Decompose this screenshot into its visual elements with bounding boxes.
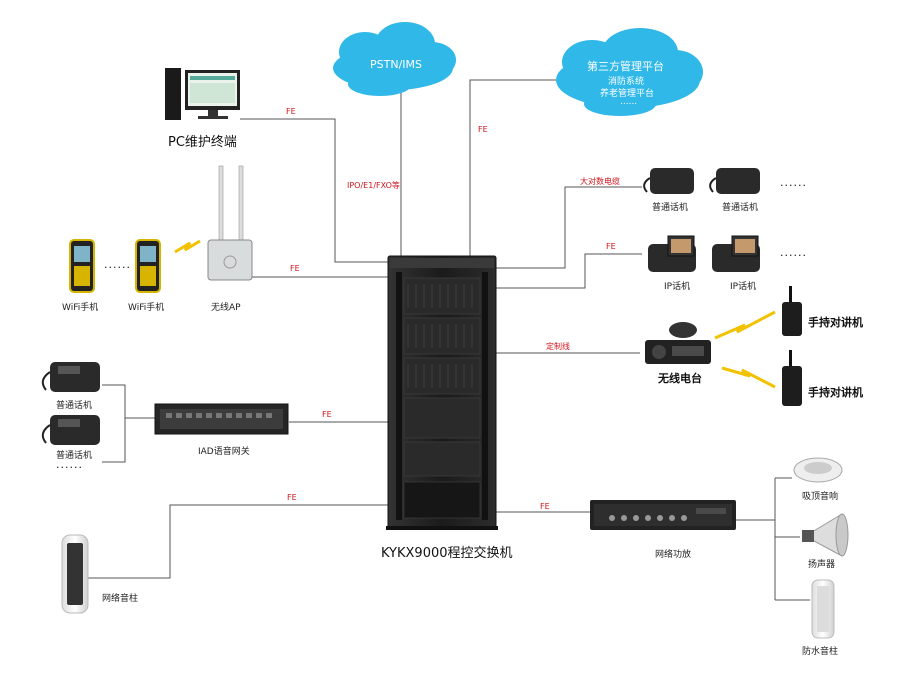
line-third-party [469,79,560,257]
desk-phone-icon [41,362,100,392]
signal-bolt-radio [714,310,776,340]
radio-base-icon [645,322,711,364]
wifi-phone-icon [69,239,95,293]
amplifier-icon [590,500,736,530]
ip-phone-icon [648,235,696,272]
column-speaker-label: 网络音柱 [102,594,139,604]
line-column [85,504,390,579]
more-ellipsis: ...... [104,258,131,271]
signal-bolt-ap [174,239,201,254]
third-party-title: 第三方管理平台 [587,60,664,73]
third-party-cloud [556,28,703,116]
more-ellipsis: ...... [780,176,807,189]
column-speaker-icon [61,534,89,614]
horn-label: 扬声器 [808,560,836,570]
cabinet-icon [386,255,498,530]
phone-left-label: 普通话机 [56,451,93,461]
link-label: 大对数电缆 [580,177,620,186]
ip-phone-label: IP话机 [664,282,691,292]
line-big-cable [494,186,642,269]
iad-gateway-icon [154,403,289,435]
ceiling-speaker-icon [793,457,843,483]
pc-label: PC维护终端 [168,135,237,150]
phone-right-label: 普通话机 [652,203,689,213]
third-party-item: 养老管理平台 [600,89,655,99]
ip-phone-icon [712,235,760,272]
pc-icon [165,68,240,120]
connection-lines [85,79,810,601]
phone-left-label: 普通话机 [56,401,93,411]
link-label: FE [606,242,616,251]
link-label: FE [287,493,297,502]
third-party-item: 消防系统 [608,77,645,87]
line-ip-phone [494,253,642,289]
link-label: 定制线 [546,342,570,351]
more-ellipsis: ...... [780,246,807,259]
link-label: IPO/E1/FXO等 [347,181,400,190]
signal-bolt-radio [721,366,776,389]
more-ellipsis: ...... [56,458,83,471]
line-phones-left [102,384,126,463]
line-pc [240,118,390,263]
handheld-label: 手持对讲机 [808,316,863,329]
link-label: FE [286,107,296,116]
pstn-cloud [333,22,456,96]
link-label: FE [290,264,300,273]
pstn-label: PSTN/IMS [370,58,422,71]
waterproof-column-icon [811,579,835,639]
desk-phone-icon [643,168,694,194]
wifi-phone-label: WiFi手机 [128,303,165,313]
phone-right-label: 普通话机 [722,203,759,213]
waterproof-column-label: 防水音柱 [802,647,839,657]
link-label: FE [540,502,550,511]
wifi-phone-icon [135,239,161,293]
link-label: FE [322,410,332,419]
ip-phone-label: IP话机 [730,282,757,292]
wifi-phone-label: WiFi手机 [62,303,99,313]
handheld-radio-icon [782,350,802,406]
amplifier-label: 网络功放 [655,550,692,560]
link-label: FE [478,125,488,134]
handheld-label: 手持对讲机 [808,386,863,399]
wireless-ap-icon [207,165,253,281]
wireless-ap-label: 无线AP [211,303,241,313]
radio-base-label: 无线电台 [658,372,702,385]
iad-label: IAD语音网关 [198,447,250,457]
desk-phone-icon [41,415,100,445]
ceiling-speaker-label: 吸顶音响 [802,492,839,502]
desk-phone-icon [709,168,760,194]
center-switch-label: KYKX9000程控交换机 [381,546,513,561]
horn-speaker-icon [802,513,849,557]
third-party-item: ...... [620,97,638,107]
handheld-radio-icon [782,286,802,336]
